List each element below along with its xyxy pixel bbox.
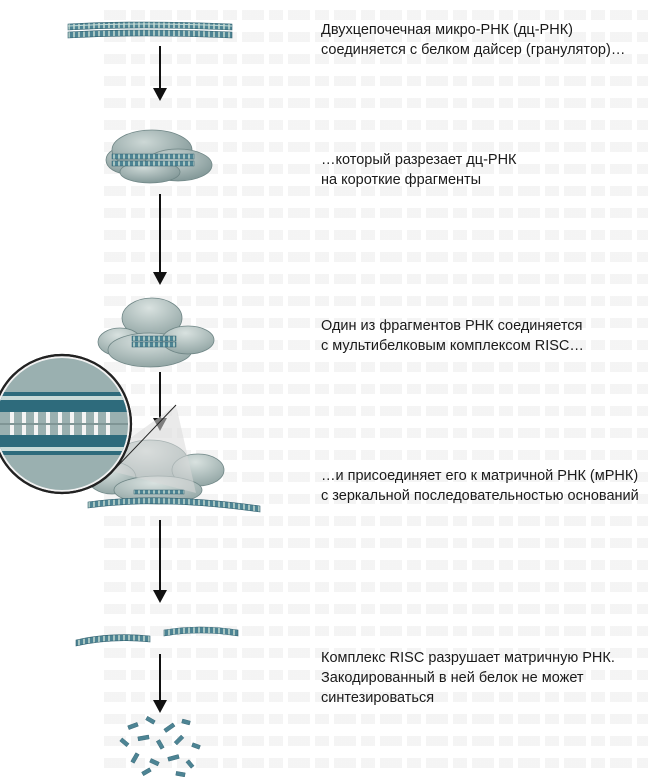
down-arrow-icon: [153, 46, 167, 101]
bleed-through-line: [104, 604, 648, 614]
bleed-through-line: [104, 296, 648, 306]
bleed-through-line: [104, 98, 648, 108]
bleed-through-line: [104, 670, 648, 680]
bleed-through-line: [104, 582, 648, 592]
bleed-through-line: [104, 252, 648, 262]
step-2-line-2: на короткие фрагменты: [321, 172, 482, 188]
bleed-through-line: [104, 472, 648, 482]
bleed-through-line: [104, 428, 648, 438]
bleed-through-line: [104, 692, 648, 702]
down-arrow-icon: [153, 520, 167, 603]
bleed-through-line: [104, 362, 648, 372]
bleed-through-line: [104, 32, 648, 42]
bleed-through-line: [104, 406, 648, 416]
bleed-through-line: [104, 736, 648, 746]
bleed-through-line: [104, 120, 648, 130]
step-4-line-2: с зеркальной последовательностью основан…: [321, 488, 639, 504]
bleed-through-line: [104, 758, 648, 768]
step-5-caption: Комплекс RISC разрушает матричную РНК. З…: [321, 648, 615, 708]
bleed-through-line: [104, 10, 648, 20]
bleed-through-line: [104, 648, 648, 658]
bleed-through-line: [104, 450, 648, 460]
step-1-line-2: соединяется с белком дайсер (гранулятор)…: [321, 42, 626, 58]
dicer-protein-icon: [105, 129, 213, 184]
step-1-caption: Двухцепочечная микро-РНК (дц-РНК) соедин…: [321, 20, 625, 60]
step-5-line-1: Комплекс RISC разрушает матричную РНК.: [321, 650, 615, 666]
bleed-through-line: [104, 626, 648, 636]
cleaved-mrna: [75, 626, 239, 647]
bleed-through-line: [104, 186, 648, 196]
bleed-through-line: [104, 54, 648, 64]
step-5-line-2: Закодированный в ней белок не может: [321, 670, 584, 686]
down-arrow-icon: [153, 194, 167, 285]
rna-fragments: [119, 715, 201, 777]
risc-complex-icon: [97, 297, 215, 368]
step-2-line-1: …который разрезает дц-РНК: [321, 152, 517, 168]
bleed-through-line: [104, 164, 648, 174]
bleed-through-line: [104, 384, 648, 394]
bleed-through-line: [104, 560, 648, 570]
step-1-line-1: Двухцепочечная микро-РНК (дц-РНК): [321, 22, 573, 38]
step-3-line-1: Один из фрагментов РНК соединяется: [321, 318, 583, 334]
bleed-through-line: [104, 538, 648, 548]
dsrna-strand: [67, 21, 233, 39]
bleed-through-line: [104, 76, 648, 86]
bleed-through-line: [104, 340, 648, 350]
step-2-caption: …который разрезает дц-РНК на короткие фр…: [321, 150, 516, 190]
step-5-line-3: синтезироваться: [321, 690, 435, 706]
magnifier-icon: [0, 353, 196, 495]
step-3-caption: Один из фрагментов РНК соединяется с мул…: [321, 316, 584, 356]
bleed-through-line: [104, 494, 648, 504]
bleed-through-line: [104, 230, 648, 240]
bleed-through-line: [104, 318, 648, 328]
bleed-through-line: [104, 274, 648, 284]
down-arrow-icon: [153, 654, 167, 713]
bleed-through-line: [104, 208, 648, 218]
step-4-caption: …и присоединяет его к матричной РНК (мРН…: [321, 466, 639, 506]
bleed-through-line: [104, 714, 648, 724]
step-4-line-1: …и присоединяет его к матричной РНК (мРН…: [321, 468, 639, 484]
step-3-line-2: с мультибелковым комплексом RISC…: [321, 338, 584, 354]
bleed-through-line: [104, 516, 648, 526]
bleed-through-line: [104, 142, 648, 152]
